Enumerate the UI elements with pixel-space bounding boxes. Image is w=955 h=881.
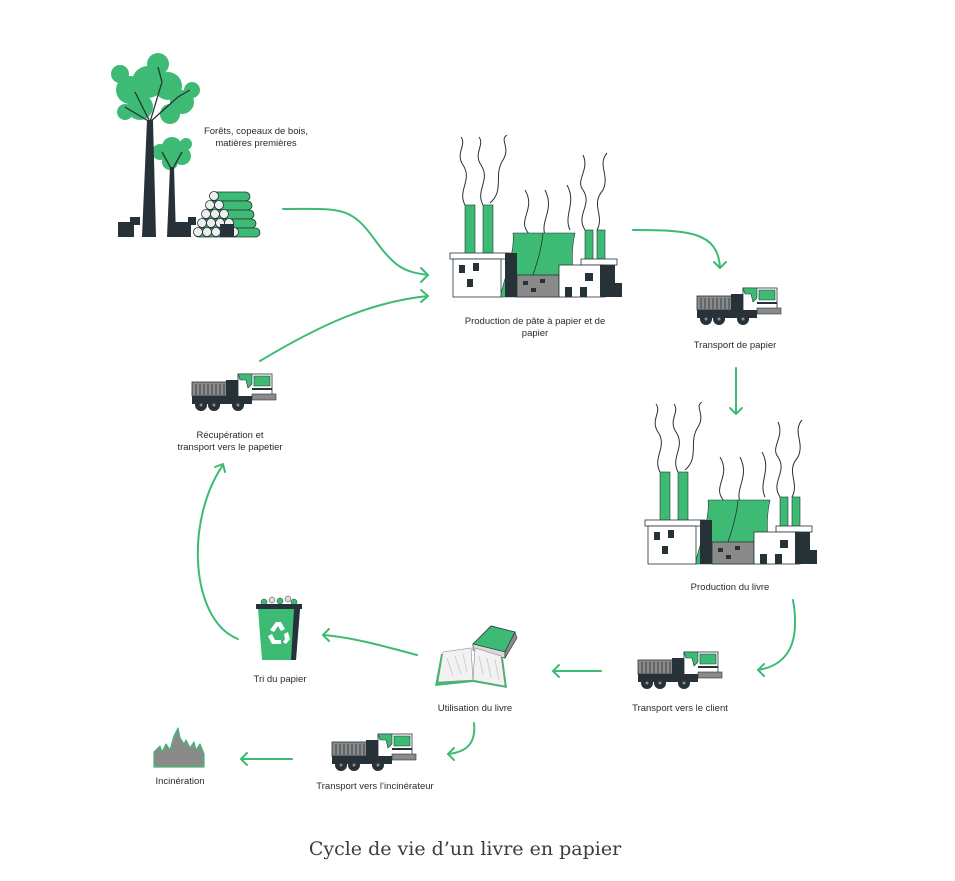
- label-line: Récupération et: [196, 430, 264, 441]
- recycle-symbol-icon: [268, 622, 290, 644]
- label-line: Production de pâte à papier et de: [464, 316, 606, 327]
- truck-icon: [696, 287, 782, 326]
- node-label-sorting: Tri du papier: [230, 674, 330, 686]
- node-label-book-production: Production du livre: [660, 582, 800, 594]
- label-line: Transport vers l’incinérateur: [316, 781, 434, 792]
- node-label-raw: Forêts, copeaux de bois, matières premiè…: [196, 126, 316, 150]
- factory-icon: [449, 135, 622, 298]
- label-line: matières premières: [215, 138, 297, 149]
- figure-caption: Cycle de vie d’un livre en papier: [308, 838, 622, 860]
- node-label-client-transport: Transport vers le client: [610, 703, 750, 715]
- arrow-paper-transport-to-book-production: [729, 367, 743, 415]
- node-label-incineration: Incinération: [140, 776, 220, 788]
- forest-logs-icon: [111, 53, 261, 238]
- recycling-bin-icon: [256, 595, 302, 660]
- arrow-book-production-to-client-transport: [757, 599, 797, 677]
- label-line: Production du livre: [690, 582, 770, 593]
- label-line: Forêts, copeaux de bois,: [203, 126, 309, 137]
- truck-icon: [637, 651, 723, 690]
- truck-icon: [191, 373, 277, 412]
- arrow-raw-to-pulp: [282, 207, 429, 283]
- node-label-incinerator-transport: Transport vers l’incinérateur: [295, 781, 455, 793]
- arrow-incinerator-transport-to-incineration: [240, 752, 293, 766]
- fire-icon: [153, 727, 205, 768]
- arrow-pulp-to-paper-transport: [632, 229, 727, 269]
- label-line: Tri du papier: [253, 674, 307, 685]
- arrow-recovery-to-pulp: [259, 289, 429, 362]
- factory-icon: [644, 402, 817, 565]
- truck-icon: [331, 733, 417, 772]
- node-label-book-use: Utilisation du livre: [415, 703, 535, 715]
- label-line: transport vers le papetier: [177, 442, 283, 453]
- label-line: papier: [521, 328, 549, 339]
- label-line: Transport de papier: [693, 340, 777, 351]
- node-label-pulp: Production de pâte à papier et de papier: [445, 316, 625, 340]
- node-label-recovery: Récupération et transport vers le papeti…: [160, 430, 300, 454]
- books-icon: [435, 625, 518, 688]
- arrow-book-use-to-sorting: [322, 628, 418, 656]
- node-label-paper-transport: Transport de papier: [670, 340, 800, 352]
- arrow-sorting-to-recovery: [196, 463, 239, 640]
- arrow-client-transport-to-book-use: [552, 664, 602, 678]
- label-line: Incinération: [155, 776, 205, 787]
- label-line: Transport vers le client: [632, 703, 728, 714]
- arrow-book-use-to-incinerator-transport: [447, 722, 476, 761]
- label-line: Utilisation du livre: [437, 703, 513, 714]
